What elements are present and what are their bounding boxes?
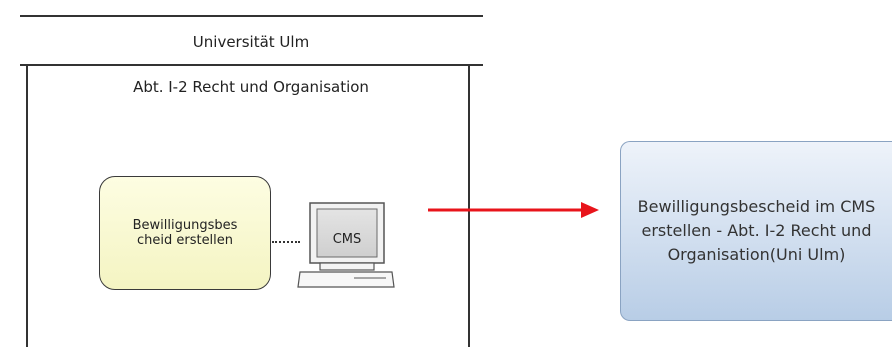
lane-left-border xyxy=(26,64,28,347)
task-label: Bewilligungsbescheid im CMS erstellen - … xyxy=(637,197,876,264)
mapping-arrow xyxy=(428,202,599,218)
task-box[interactable]: Bewilligungsbescheid im CMS erstellen - … xyxy=(620,141,892,321)
monitor-screen xyxy=(316,208,378,258)
department-title: Abt. I-2 Recht und Organisation xyxy=(133,78,369,96)
computer-icon[interactable]: CMS xyxy=(296,202,396,292)
association-connector xyxy=(272,241,300,243)
monitor-stand xyxy=(319,262,375,271)
arrow-head xyxy=(581,202,599,218)
keyboard xyxy=(297,271,395,288)
process-step-box[interactable]: Bewilligungsbes cheid erstellen xyxy=(99,176,271,290)
system-label: CMS xyxy=(332,232,362,247)
process-step-label: Bewilligungsbes cheid erstellen xyxy=(132,218,238,248)
header-separator-line xyxy=(20,64,483,66)
lane-right-border xyxy=(468,64,470,347)
top-border-line xyxy=(20,15,483,17)
organization-title: Universität Ulm xyxy=(192,33,310,51)
